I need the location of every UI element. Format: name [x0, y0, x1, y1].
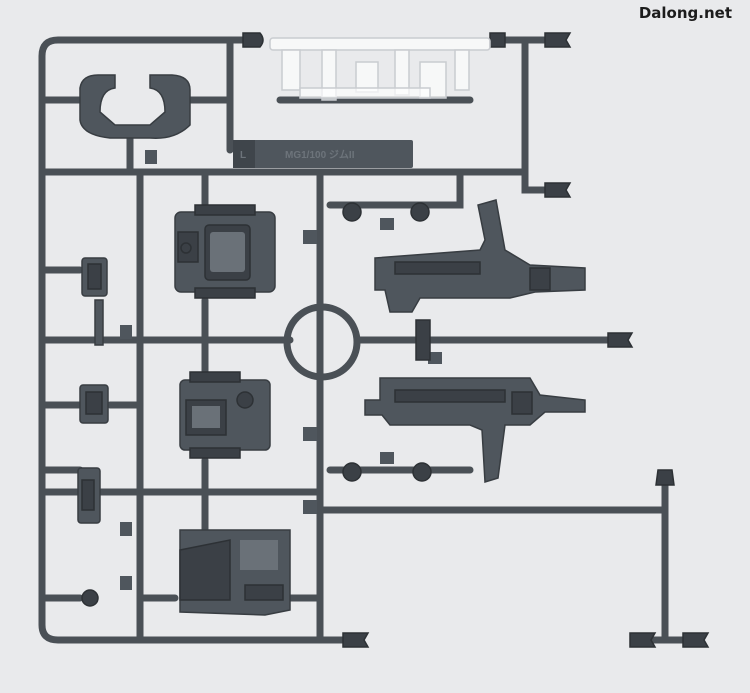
watermark: Dalong.net	[638, 4, 732, 22]
part-number-tags	[120, 150, 442, 608]
sprue-label: MG1/100 ジムII	[285, 149, 355, 161]
clear-parts	[269, 37, 491, 101]
sprue-nameplate: L MG1/100 ジムII	[233, 140, 413, 168]
joint-parts	[342, 202, 432, 482]
rifle-lower	[364, 377, 586, 483]
rifle-upper	[374, 199, 586, 313]
armor-panel-bottom	[179, 529, 291, 616]
torso-block-upper	[174, 204, 276, 299]
sprue-letter: L	[240, 150, 246, 161]
visor-part	[79, 74, 191, 139]
runner-tabs	[242, 32, 710, 648]
torso-block-lower	[179, 371, 271, 459]
small-parts-left	[77, 257, 109, 607]
